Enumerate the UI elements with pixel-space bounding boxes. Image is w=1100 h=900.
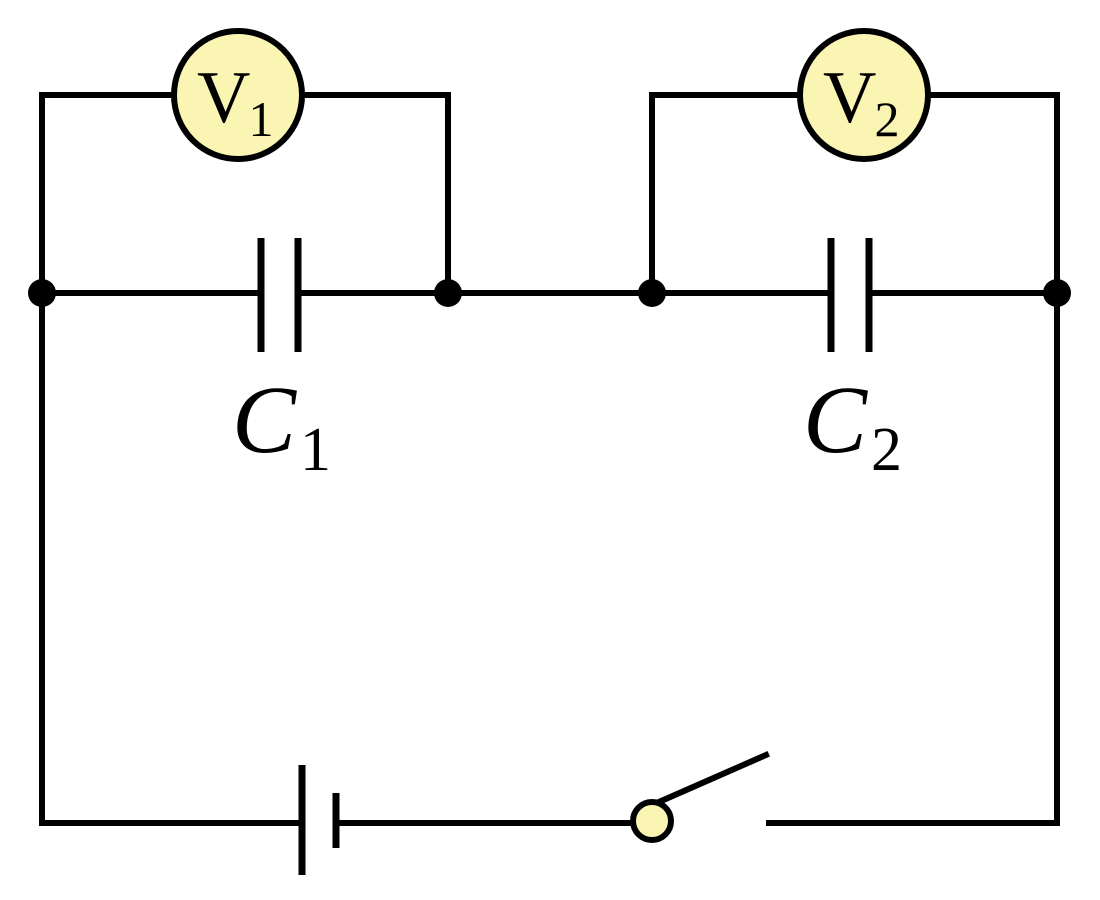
voltmeter-v2: V2 [797, 28, 931, 162]
wires [39, 92, 1060, 826]
capacitor-c2: C2 [803, 238, 902, 484]
voltmeter-subscript: 2 [874, 91, 899, 147]
voltmeter-circle [171, 28, 305, 162]
capacitor-c1: C1 [232, 238, 331, 484]
voltmeter-label-v1: V1 [197, 57, 273, 147]
capacitor-letter: C [803, 366, 868, 473]
capacitor-label-c1: C1 [232, 366, 331, 484]
junction-dot [1043, 279, 1071, 307]
switch-lever [648, 751, 770, 809]
capacitor-subscript: 1 [300, 416, 331, 484]
junction-dot [434, 279, 462, 307]
voltmeter-label-v2: V2 [823, 57, 899, 147]
capacitor-letter: C [232, 366, 297, 473]
switch-pivot [630, 799, 674, 843]
voltmeter-circle [797, 28, 931, 162]
voltmeter-v1: V1 [171, 28, 305, 162]
junction-dot [28, 279, 56, 307]
junctions [28, 279, 1071, 307]
battery [298, 765, 340, 875]
switch [630, 751, 770, 843]
capacitor-label-c2: C2 [803, 366, 902, 484]
voltmeter-subscript: 1 [248, 91, 273, 147]
voltmeter-letter: V [823, 57, 876, 139]
junction-dot [638, 279, 666, 307]
voltmeter-letter: V [197, 57, 250, 139]
capacitor-subscript: 2 [871, 416, 902, 484]
